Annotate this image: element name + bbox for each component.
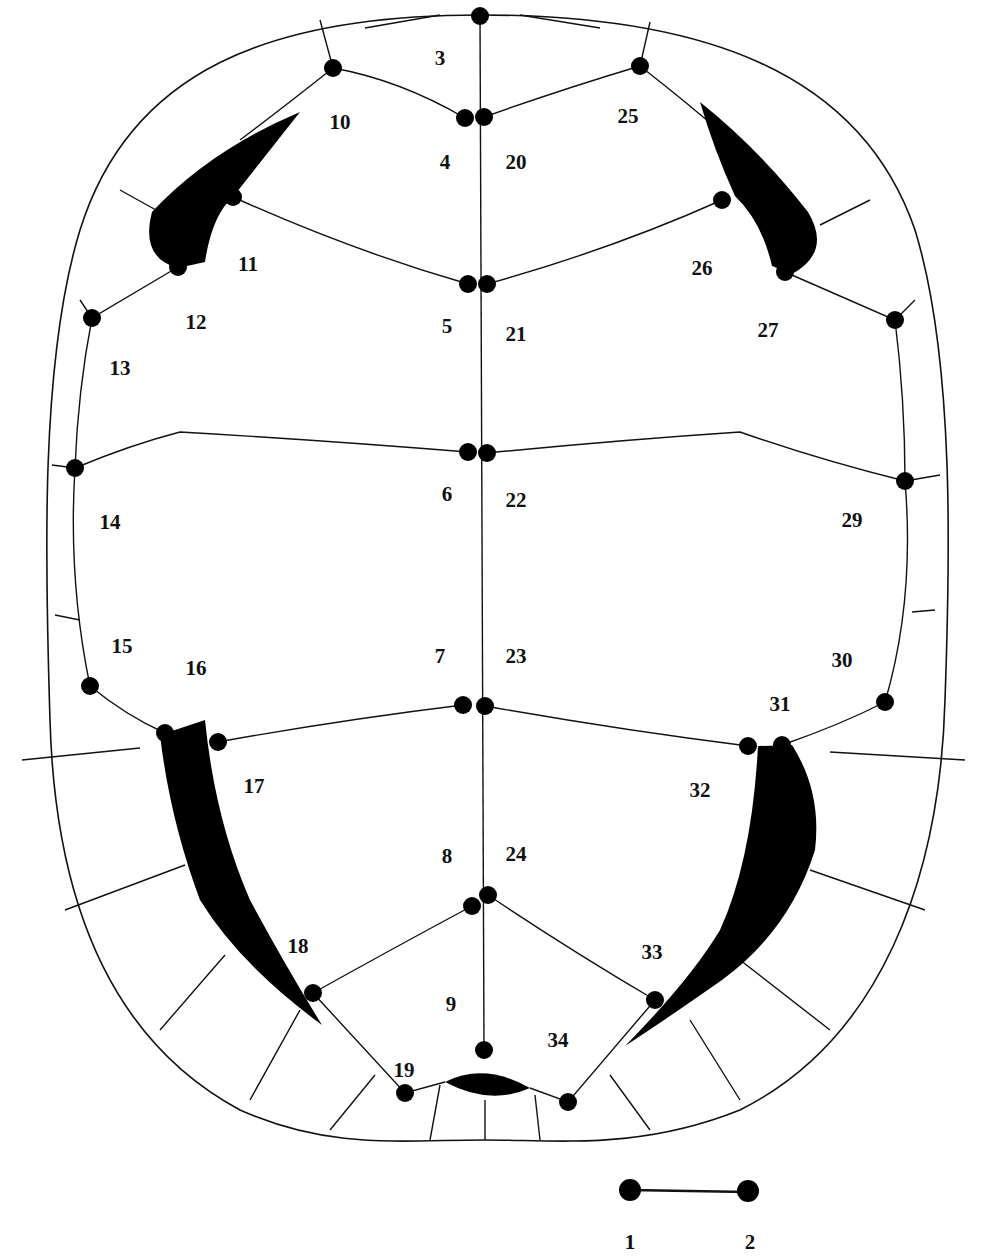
landmark-number: 19 <box>394 1060 415 1081</box>
landmark-number: 32 <box>690 780 711 801</box>
landmark-number: 16 <box>186 658 207 679</box>
landmark-dots <box>66 7 914 1111</box>
landmark-number: 13 <box>110 358 131 379</box>
landmark-number: 21 <box>506 324 527 345</box>
landmark-number: 20 <box>506 152 527 173</box>
landmark-number: 4 <box>440 152 451 173</box>
landmark-number: 26 <box>692 258 713 279</box>
scute-seams <box>22 15 965 1140</box>
landmark-number: 23 <box>506 646 527 667</box>
landmark-number: 9 <box>446 994 457 1015</box>
landmark-number: 29 <box>842 510 863 531</box>
landmark-number: 14 <box>100 512 121 533</box>
landmark-number: 33 <box>642 942 663 963</box>
landmark-number: 17 <box>244 776 265 797</box>
landmark-number: 8 <box>442 846 453 867</box>
landmark-number: 5 <box>442 316 453 337</box>
shell-outline <box>47 15 949 1141</box>
landmark-number: 25 <box>618 106 639 127</box>
landmark-number: 31 <box>770 694 791 715</box>
scale-end-label: 1 <box>625 1232 636 1253</box>
landmark-number: 3 <box>435 48 446 69</box>
landmark-number: 34 <box>548 1030 569 1051</box>
scale-end-label: 2 <box>745 1232 756 1253</box>
landmark-number: 6 <box>442 484 453 505</box>
landmark-number: 12 <box>186 312 207 333</box>
landmark-number: 27 <box>758 320 779 341</box>
landmark-number: 18 <box>288 936 309 957</box>
landmark-number: 10 <box>330 112 351 133</box>
notch-shading <box>149 102 817 1096</box>
scale-bar <box>619 1179 759 1202</box>
landmark-number: 30 <box>832 650 853 671</box>
landmark-number: 22 <box>506 490 527 511</box>
landmark-number: 24 <box>506 844 527 865</box>
landmark-number: 7 <box>435 646 446 667</box>
landmark-number: 11 <box>238 254 258 275</box>
landmark-number: 15 <box>112 636 133 657</box>
